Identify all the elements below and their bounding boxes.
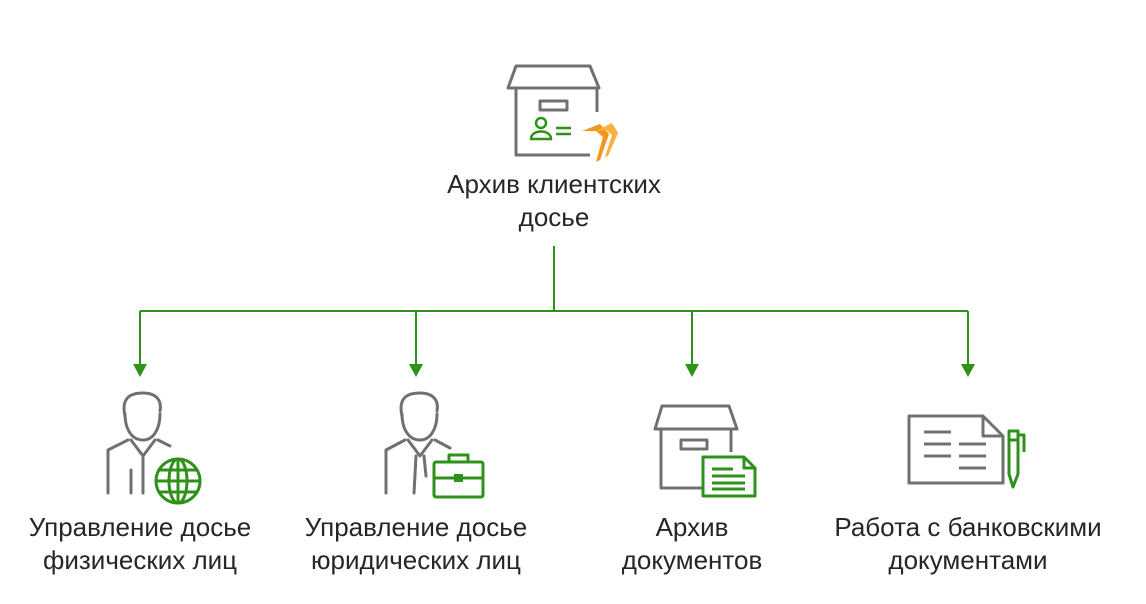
child-2-line2: юридических лиц [311,545,521,575]
arrow-head-icon [133,364,147,377]
child-1-line1: Управление досье [28,512,252,542]
root-title-line2: досье [518,202,590,232]
logo-icon [582,123,618,162]
child-1-line2: физических лиц [42,545,238,575]
child-2-line1: Управление досье [304,512,528,542]
child-node-label-3: Архив документов [567,511,817,577]
child-3-line2: документов [621,545,763,575]
root-title-line1: Архив клиентских [447,169,661,199]
arrow-head-icon [685,364,699,377]
child-4-line1: Работа с банковскими [834,512,1102,542]
root-node-label: Архив клиентских досье [404,168,704,234]
arrow-head-icon [961,364,975,377]
arrow-head-icon [409,364,423,377]
child-3-line1: Архив [655,512,729,542]
child-node-label-2: Управление досье юридических лиц [291,511,541,577]
child-4-line2: документами [888,545,1048,575]
child-node-label-4: Работа с банковскими документами [813,511,1123,577]
child-node-label-1: Управление досье физических лиц [15,511,265,577]
